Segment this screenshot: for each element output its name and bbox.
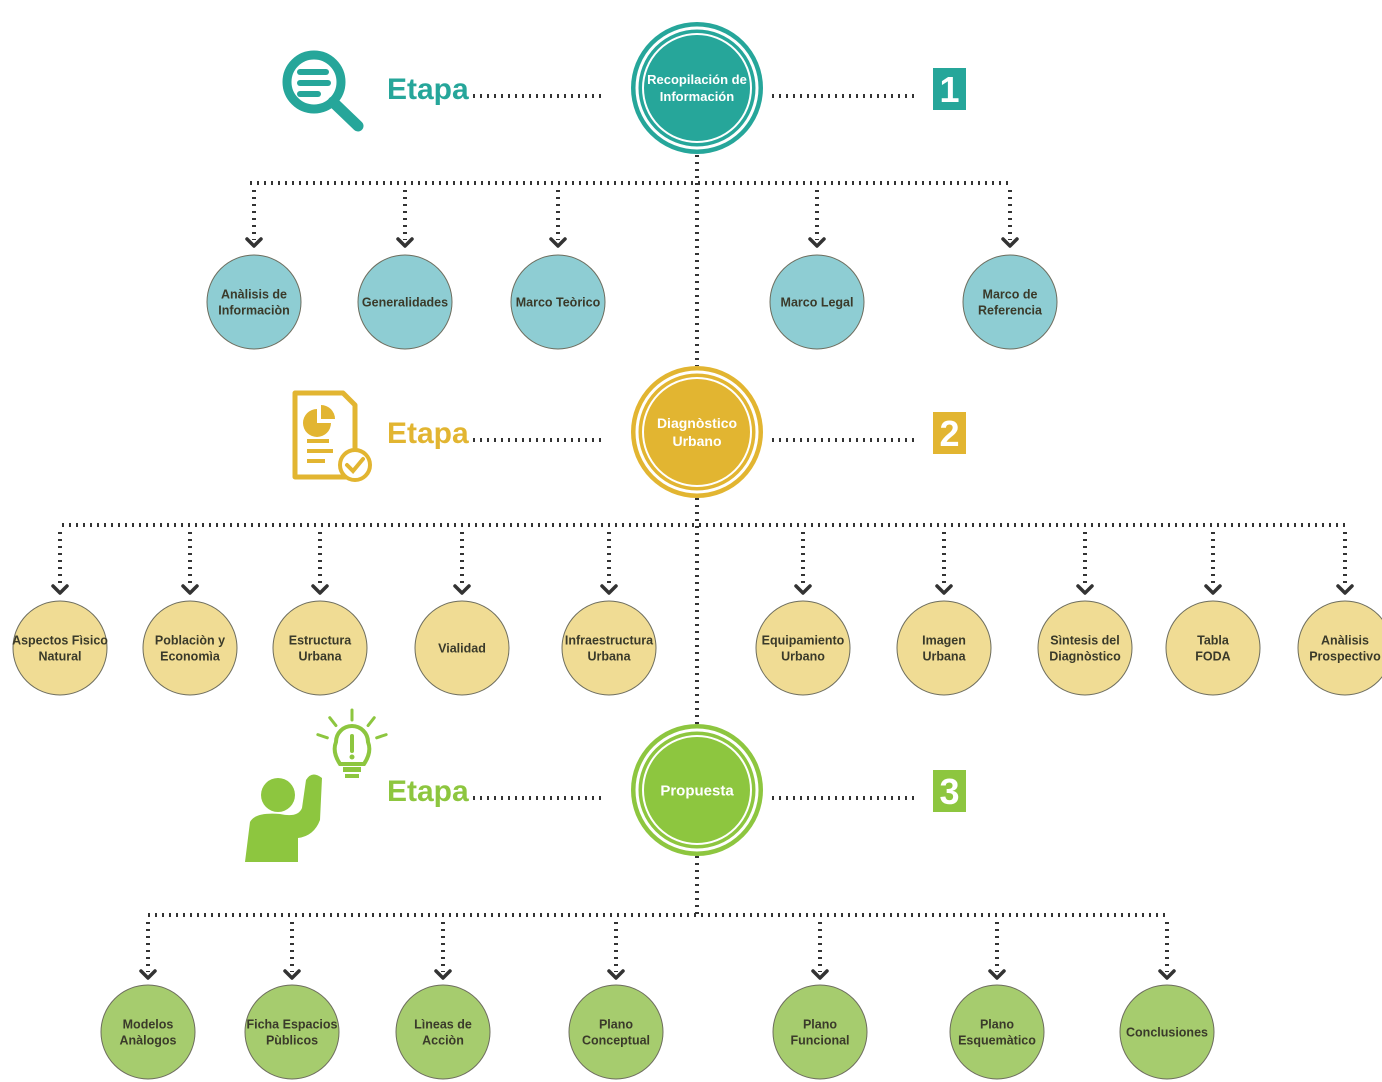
person-idea-lightbulb-icon xyxy=(245,708,388,862)
arrow-down-icon xyxy=(245,237,263,248)
arrow-down-icon xyxy=(434,969,452,980)
arrow-down-icon xyxy=(1204,584,1222,595)
child-node: Conclusiones xyxy=(1119,984,1215,1080)
child-node-label: Generalidades xyxy=(362,296,448,310)
arrow-down-icon xyxy=(935,584,953,595)
etapa-label: Etapa xyxy=(387,73,469,106)
etapa-label: Etapa xyxy=(387,417,469,450)
arrow-down-icon xyxy=(1336,584,1354,595)
arrow-down-icon xyxy=(453,584,471,595)
arrow-down-icon xyxy=(600,584,618,595)
child-node-label: Marco Legal xyxy=(781,296,854,310)
arrow-down-icon xyxy=(311,584,329,595)
stage-main-node: Propuesta xyxy=(631,724,763,856)
arrow-down-icon xyxy=(396,237,414,248)
arrow-down-icon xyxy=(51,584,69,595)
child-node: Marco Teòrico xyxy=(510,254,606,350)
arrow-down-icon xyxy=(811,969,829,980)
stage-number: 1 xyxy=(939,69,959,110)
arrow-down-icon xyxy=(1158,969,1176,980)
connector-lines xyxy=(51,94,1354,980)
search-document-icon xyxy=(282,50,364,132)
arrow-down-icon xyxy=(988,969,1006,980)
stage-number-box xyxy=(933,68,966,110)
child-node-label: Vialidad xyxy=(438,642,486,656)
stage-icons xyxy=(245,50,388,862)
arrow-down-icon xyxy=(283,969,301,980)
arrow-down-icon xyxy=(1001,237,1019,248)
stage-main-label: Propuesta xyxy=(660,782,734,799)
arrow-down-icon xyxy=(808,237,826,248)
etapa-label: Etapa xyxy=(387,775,469,808)
arrow-down-icon xyxy=(607,969,625,980)
stage-number-box xyxy=(933,770,966,812)
child-node-label: Conclusiones xyxy=(1126,1026,1208,1040)
stage-number: 3 xyxy=(939,771,959,812)
arrow-down-icon xyxy=(1076,584,1094,595)
child-node-label: Marco Teòrico xyxy=(516,296,601,310)
report-checklist-icon xyxy=(292,390,372,482)
child-node: Marco Legal xyxy=(769,254,865,350)
arrow-down-icon xyxy=(181,584,199,595)
arrow-down-icon xyxy=(794,584,812,595)
stage-number: 2 xyxy=(939,413,959,454)
child-node: Vialidad xyxy=(414,600,510,696)
stage-number-box xyxy=(933,412,966,454)
arrow-down-icon xyxy=(549,237,567,248)
child-node: Generalidades xyxy=(357,254,453,350)
arrow-down-icon xyxy=(139,969,157,980)
